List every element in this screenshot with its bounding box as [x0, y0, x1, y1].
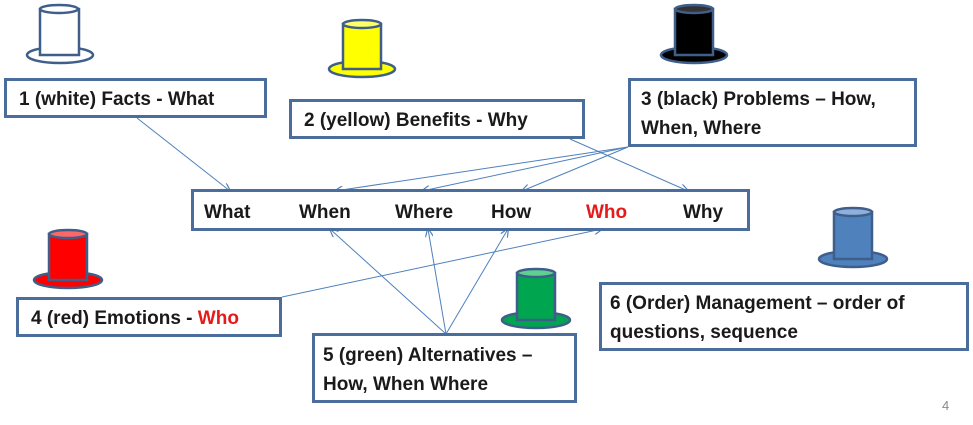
arrow-alternatives-to-how: [445, 229, 508, 335]
white-hat-icon: [25, 3, 95, 65]
blue-hat-icon: [817, 206, 889, 269]
green-hat-label-line2: How, When Where: [323, 374, 489, 395]
arrow-problems-to-how: [522, 146, 629, 191]
black-hat-box: 3 (black) Problems – How, When, Where: [628, 78, 917, 147]
white-hat-label: 1 (white) Facts - What: [19, 89, 215, 110]
arrow-problems-to-when: [335, 146, 629, 191]
connector-arrows: [136, 117, 688, 335]
arrow-alternatives-to-where: [428, 229, 447, 335]
yellow-hat-label: 2 (yellow) Benefits - Why: [304, 110, 528, 131]
red-hat-box: 4 (red) Emotions - Who: [16, 297, 282, 337]
arrow-benefits-to-why: [569, 138, 688, 191]
order-hat-box: 6 (Order) Management – order of question…: [599, 282, 969, 351]
questions-box: What When Where How Who Why: [191, 189, 750, 231]
order-hat-label-line2: questions, sequence: [610, 322, 798, 343]
yellow-hat-icon: [327, 18, 397, 79]
question-when: When: [299, 202, 351, 223]
black-hat-icon: [659, 3, 729, 65]
page-number: 4: [942, 398, 950, 413]
question-what: What: [204, 202, 251, 223]
arrow-problems-to-where: [422, 146, 629, 191]
arrow-emotions-to-who: [281, 229, 602, 298]
yellow-hat-box: 2 (yellow) Benefits - Why: [289, 99, 585, 139]
white-hat-box: 1 (white) Facts - What: [4, 78, 267, 118]
arrow-alternatives-to-when: [330, 229, 447, 335]
green-hat-box: 5 (green) Alternatives – How, When Where: [312, 333, 577, 403]
question-who: Who: [586, 202, 628, 223]
red-hat-label-highlight: Who: [197, 308, 239, 329]
question-how: How: [491, 202, 532, 223]
black-hat-label-line1: 3 (black) Problems – How,: [641, 89, 876, 110]
red-hat-label: 4 (red) Emotions -: [31, 308, 198, 329]
question-where: Where: [395, 202, 454, 223]
question-why: Why: [683, 202, 724, 223]
red-hat-icon: [32, 228, 104, 290]
order-hat-label-line1: 6 (Order) Management – order of: [610, 293, 905, 314]
green-hat-icon: [500, 267, 572, 330]
arrow-facts-to-what: [136, 117, 230, 191]
black-hat-label-line2: When, Where: [641, 118, 762, 139]
green-hat-label-line1: 5 (green) Alternatives –: [323, 345, 533, 366]
